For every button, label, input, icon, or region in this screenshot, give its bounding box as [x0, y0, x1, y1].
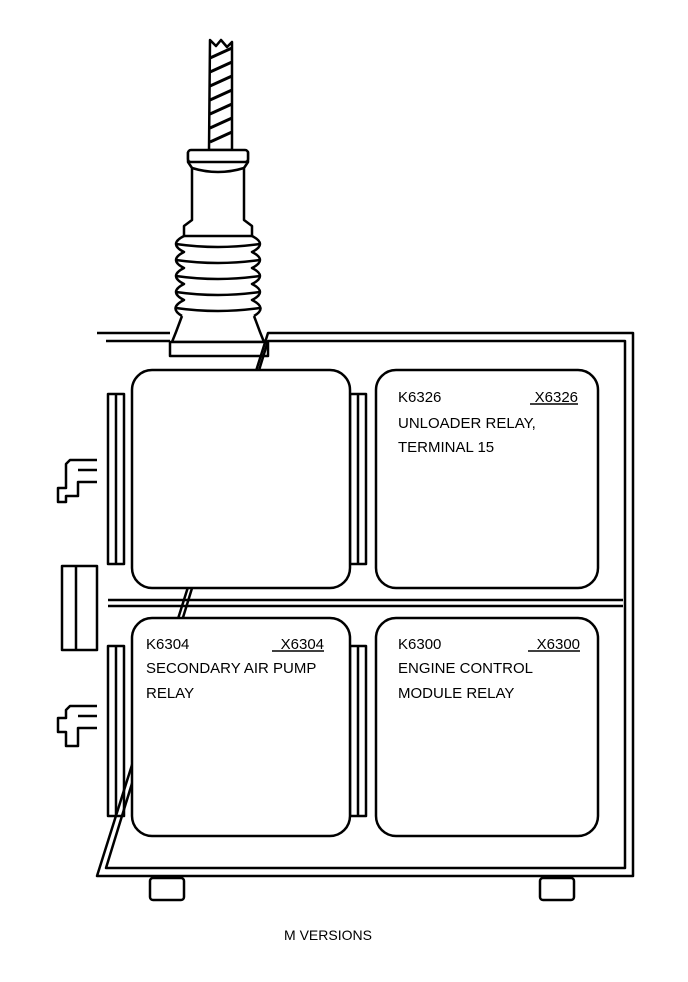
relay-rails	[106, 392, 368, 818]
relay-slot-bottom-right	[374, 616, 600, 838]
relay-name-line2: MODULE RELAY	[398, 685, 514, 702]
relay-code-k6304: K6304	[146, 636, 189, 653]
mounting-clip-upper	[56, 458, 97, 504]
relay-slot-top-right	[374, 368, 600, 590]
connector-code-x6300: X6300	[537, 636, 580, 653]
relay-name-line2: TERMINAL 15	[398, 439, 494, 456]
relay-slot-bottom-left	[130, 616, 352, 838]
relay-code-k6300: K6300	[398, 636, 441, 653]
relay-name-line1: ENGINE CONTROL	[398, 660, 533, 677]
connector-code-x6304: X6304	[281, 636, 324, 653]
relay-name-line2: RELAY	[146, 685, 194, 702]
mounting-block-side	[60, 564, 99, 652]
mounting-clip-lower	[56, 704, 97, 748]
relay-name-line1: SECONDARY AIR PUMP	[146, 660, 316, 677]
wire-harness	[207, 38, 234, 152]
relay-name-line1: UNLOADER RELAY,	[398, 415, 536, 432]
connector-code-x6326: X6326	[535, 389, 578, 406]
diagram-caption: M VERSIONS	[284, 927, 372, 943]
rubber-boot	[168, 148, 270, 358]
relay-slot-top-left	[130, 368, 352, 590]
relay-code-k6326: K6326	[398, 389, 441, 406]
